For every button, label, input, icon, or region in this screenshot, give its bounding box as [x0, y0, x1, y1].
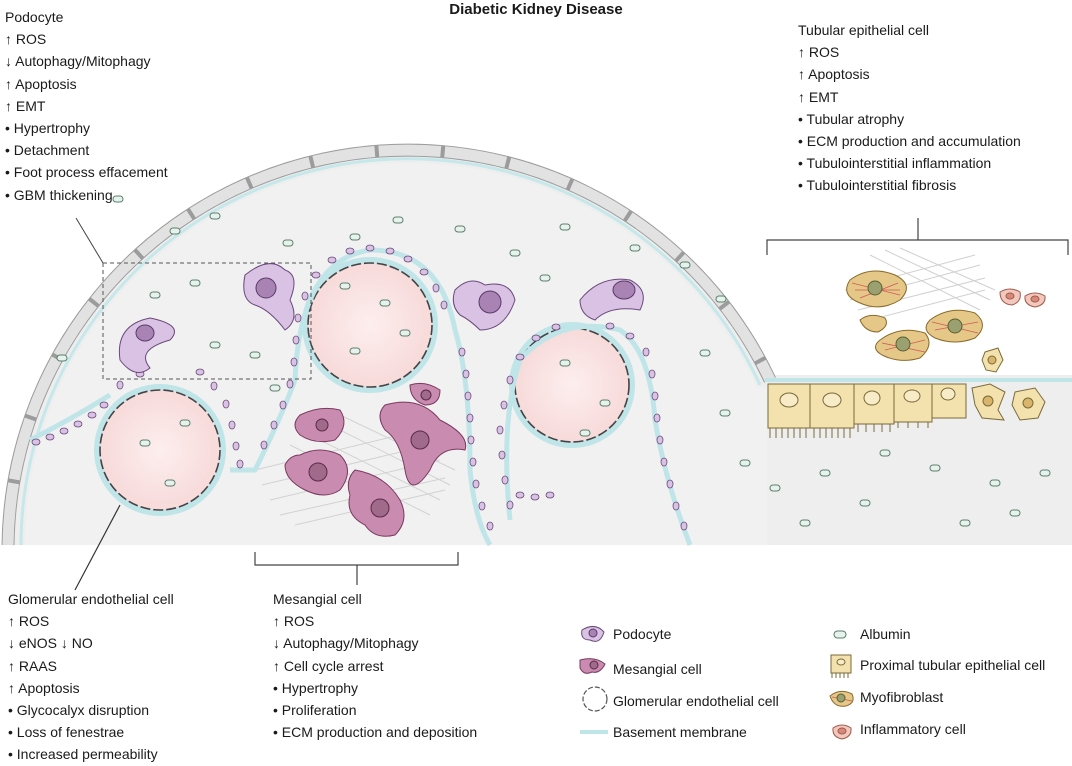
tubular-item: • Tubular atrophy [798, 110, 905, 127]
tubular-item: • Tubulointerstitial inflammation [798, 155, 992, 172]
tubular-item: • Tubulointerstitial fibrosis [798, 177, 957, 194]
podocyte-item: ↑ EMT [5, 97, 46, 114]
capillary-loop-1 [94, 384, 226, 516]
mesangial-item: ↓ Autophagy/Mitophagy [273, 635, 419, 652]
mesangial-item: ↑ Cell cycle arrest [273, 657, 384, 674]
legend-label-tubular: Proximal tubular epithelial cell [860, 657, 1046, 673]
myofibroblast-icon [829, 690, 854, 707]
capillary-loops [94, 257, 635, 516]
zoom-region-marker [102, 262, 312, 380]
endothelial-item: • Loss of fenestrae [8, 724, 125, 741]
diagram-title: Diabetic Kidney Disease [449, 1, 623, 18]
mesangial-cell-icon [579, 658, 606, 674]
albumin-particles [56, 195, 1051, 527]
interstitial-fibrosis [844, 247, 996, 321]
podocyte-item: ↓ Autophagy/Mitophagy [5, 53, 151, 70]
tubular-bracket [766, 218, 1069, 255]
endothelial-item: ↑ RAAS [8, 657, 58, 674]
podocyte-item: • Hypertrophy [5, 120, 91, 137]
endothelial-panel: Glomerular endothelial cell ↑ ROS ↓ eNOS… [8, 588, 174, 766]
capsule-basement-membrane [19, 157, 762, 546]
mesangial-item: • Proliferation [273, 702, 357, 719]
capillary-loop-2 [302, 257, 438, 393]
legend-label-inflammatory: Inflammatory cell [860, 721, 966, 737]
legend-label-podocyte: Podocyte [613, 626, 672, 642]
tubular-heading: Tubular epithelial cell [798, 22, 929, 38]
endothelial-item: • Increased permeability [8, 746, 158, 763]
myofibroblasts [846, 270, 983, 361]
legend-label-mesangial: Mesangial cell [613, 661, 702, 677]
podocyte-item: • GBM thickening [5, 186, 113, 203]
podocyte-heading: Podocyte [5, 9, 64, 25]
legend-icons [579, 626, 854, 740]
albumin-icon [833, 630, 847, 639]
podocyte-pointer-line [75, 217, 104, 264]
legend-label-membrane: Basement membrane [613, 724, 747, 740]
legend-label-albumin: Albumin [860, 626, 911, 642]
podocyte-item: • Foot process effacement [5, 164, 168, 181]
legend-label-endothelial: Glomerular endothelial cell [613, 693, 779, 709]
podocyte-item: • Detachment [5, 142, 90, 159]
endothelium-1 [99, 389, 221, 511]
mesangial-item: • ECM production and deposition [273, 724, 478, 741]
podocyte-icon [581, 626, 605, 642]
tubular-epithelial-cells [767, 347, 1046, 438]
endothelial-item: ↑ Apoptosis [8, 679, 80, 696]
tubular-cell-icon [830, 654, 852, 678]
tubular-item: ↑ EMT [798, 88, 839, 105]
mesangial-heading: Mesangial cell [273, 591, 362, 607]
parietal-epithelial-cells [2, 144, 775, 546]
endothelial-item: • Glycocalyx disruption [8, 702, 150, 719]
endothelial-cell-icon [582, 686, 608, 712]
mesangial-nuclei [308, 389, 432, 518]
mesangial-panel: Mesangial cell ↑ ROS ↓ Autophagy/Mitopha… [273, 588, 477, 743]
tubular-item: ↑ Apoptosis [798, 66, 870, 83]
endothelial-item: ↑ ROS [8, 613, 50, 630]
mesangial-bracket [254, 552, 459, 585]
podocyte-panel: Podocyte ↑ ROS ↓ Autophagy/Mitophagy ↑ A… [5, 6, 168, 206]
capillary-loop-3 [509, 322, 635, 448]
endothelial-heading: Glomerular endothelial cell [8, 591, 174, 607]
mesangial-item: ↑ ROS [273, 613, 315, 630]
tubular-item: ↑ ROS [798, 44, 840, 61]
inflammatory-cells [999, 288, 1046, 308]
podocyte-item: ↑ ROS [5, 31, 47, 48]
tubular-item: • ECM production and accumulation [798, 133, 1021, 150]
endothelial-pointer-line [74, 504, 121, 591]
endothelial-item: ↓ eNOS ↓ NO [8, 635, 93, 652]
mesangial-item: • Hypertrophy [273, 679, 359, 696]
legend-label-myofibroblast: Myofibroblast [860, 689, 944, 705]
podocyte-item: ↑ Apoptosis [5, 75, 77, 92]
podocyte-nuclei [135, 277, 636, 342]
inflammatory-cell-icon [832, 724, 852, 740]
endothelium-2 [307, 262, 433, 388]
tubular-panel: Tubular epithelial cell ↑ ROS ↑ Apoptosi… [798, 19, 1021, 197]
